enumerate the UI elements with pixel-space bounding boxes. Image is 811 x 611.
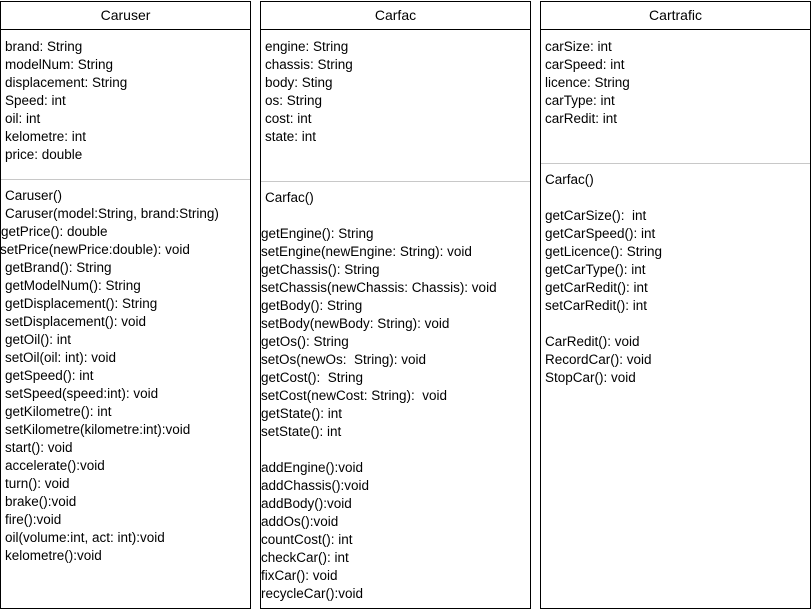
operation: kelometre():void	[5, 548, 102, 563]
attribute: oil: int	[5, 111, 41, 126]
operation: fixCar(): void	[261, 568, 338, 583]
attribute: carSize: int	[545, 39, 612, 54]
operation: setBody(newBody: String): void	[261, 316, 450, 331]
attribute: state: int	[265, 129, 317, 144]
operation: addOs():void	[261, 514, 339, 529]
attribute: licence: String	[545, 75, 630, 90]
attribute: brand: String	[5, 39, 83, 54]
operation: setDisplacement(): void	[5, 314, 147, 329]
operation: setChassis(newChassis: Chassis): void	[261, 280, 497, 295]
operation: getOil(): int	[5, 332, 72, 347]
operation: turn(): void	[5, 476, 70, 491]
operation: getCost(): String	[261, 370, 364, 385]
operation: getSpeed(): int	[5, 368, 94, 383]
operation: getEngine(): String	[261, 226, 374, 241]
operation: getBrand(): String	[5, 260, 112, 275]
operation: getCarSize(): int	[545, 208, 647, 223]
operation: setKilometre(kilometre:int):void	[5, 422, 191, 437]
attribute: modelNum: String	[5, 57, 114, 72]
operation: setPrice(newPrice:double): void	[0, 242, 190, 257]
operation: oil(volume:int, act: int):void	[5, 530, 165, 545]
class-name: Carfac	[261, 2, 530, 30]
operation: start(): void	[5, 440, 73, 455]
attribute: body: Sting	[265, 75, 333, 90]
operation: getModelNum(): String	[5, 278, 141, 293]
operations-section: Carfac() getEngine(): String setEngine(n…	[261, 189, 530, 603]
operation: getCarType(): int	[545, 262, 646, 277]
operation: accelerate():void	[5, 458, 105, 473]
operation: setOs(newOs: String): void	[261, 352, 427, 367]
operation: countCost(): int	[261, 532, 353, 547]
operation: addChassis():void	[261, 478, 370, 493]
operation: setCarRedit(): int	[545, 298, 648, 313]
operation: addBody():void	[261, 496, 352, 511]
operation: getPrice(): double	[1, 224, 108, 239]
class-caruser: Caruser brand: String modelNum: String d…	[0, 1, 251, 609]
attribute: kelometre: int	[5, 129, 87, 144]
operation: setOil(oil: int): void	[5, 350, 117, 365]
attribute: price: double	[5, 147, 83, 162]
attribute: displacement: String	[5, 75, 128, 90]
operations-section: Caruser() Caruser(model:String, brand:St…	[0, 187, 250, 565]
operation: Carfac()	[265, 190, 314, 205]
operation: setState(): int	[261, 424, 342, 439]
operation: RecordCar(): void	[545, 352, 652, 367]
operation: getOs(): String	[261, 334, 349, 349]
operations-section: Carfac() getCarSize(): int getCarSpeed()…	[541, 171, 810, 387]
operation: brake():void	[5, 494, 77, 509]
operation: StopCar(): void	[545, 370, 636, 385]
operation: addEngine():void	[261, 460, 364, 475]
attribute: engine: String	[265, 39, 349, 54]
operation: getChassis(): String	[261, 262, 380, 277]
attributes-section: brand: String modelNum: String displacem…	[1, 38, 250, 180]
attribute: chassis: String	[265, 57, 353, 72]
operation-spacer	[261, 207, 530, 225]
attribute: os: String	[265, 93, 323, 108]
operation: Caruser()	[5, 188, 63, 203]
attribute: carSpeed: int	[545, 57, 625, 72]
operation-spacer	[541, 189, 810, 207]
operation: setEngine(newEngine: String): void	[261, 244, 472, 259]
attribute: cost: int	[265, 111, 312, 126]
class-cartrafic: Cartrafic carSize: int carSpeed: int lic…	[540, 1, 811, 609]
operation-spacer	[541, 315, 810, 333]
attributes-section: carSize: int carSpeed: int licence: Stri…	[541, 38, 810, 164]
operation: setSpeed(speed:int): void	[5, 386, 159, 401]
operation: checkCar(): int	[261, 550, 349, 565]
operation-spacer	[261, 441, 530, 459]
operation: fire():void	[5, 512, 62, 527]
operation: Carfac()	[545, 172, 594, 187]
operation: getDisplacement(): String	[5, 296, 158, 311]
attributes-section: engine: String chassis: String body: Sti…	[261, 38, 530, 182]
attribute: Speed: int	[5, 93, 66, 108]
operation: getCarSpeed(): int	[545, 226, 656, 241]
operation: getCarRedit(): int	[545, 280, 648, 295]
operation: CarRedit(): void	[545, 334, 640, 349]
class-name: Caruser	[1, 2, 250, 30]
operation: getState(): int	[261, 406, 343, 421]
class-carfac: Carfac engine: String chassis: String bo…	[260, 1, 531, 609]
attribute: carType: int	[545, 93, 615, 108]
attribute: carRedit: int	[545, 111, 618, 126]
operation: getKilometre(): int	[5, 404, 112, 419]
operation: Caruser(model:String, brand:String)	[5, 206, 219, 221]
operation: recycleCar():void	[261, 586, 364, 601]
operation: getLicence(): String	[545, 244, 663, 259]
operation: setCost(newCost: String): void	[261, 388, 448, 403]
operation: getBody(): String	[261, 298, 363, 313]
class-name: Cartrafic	[541, 2, 810, 30]
